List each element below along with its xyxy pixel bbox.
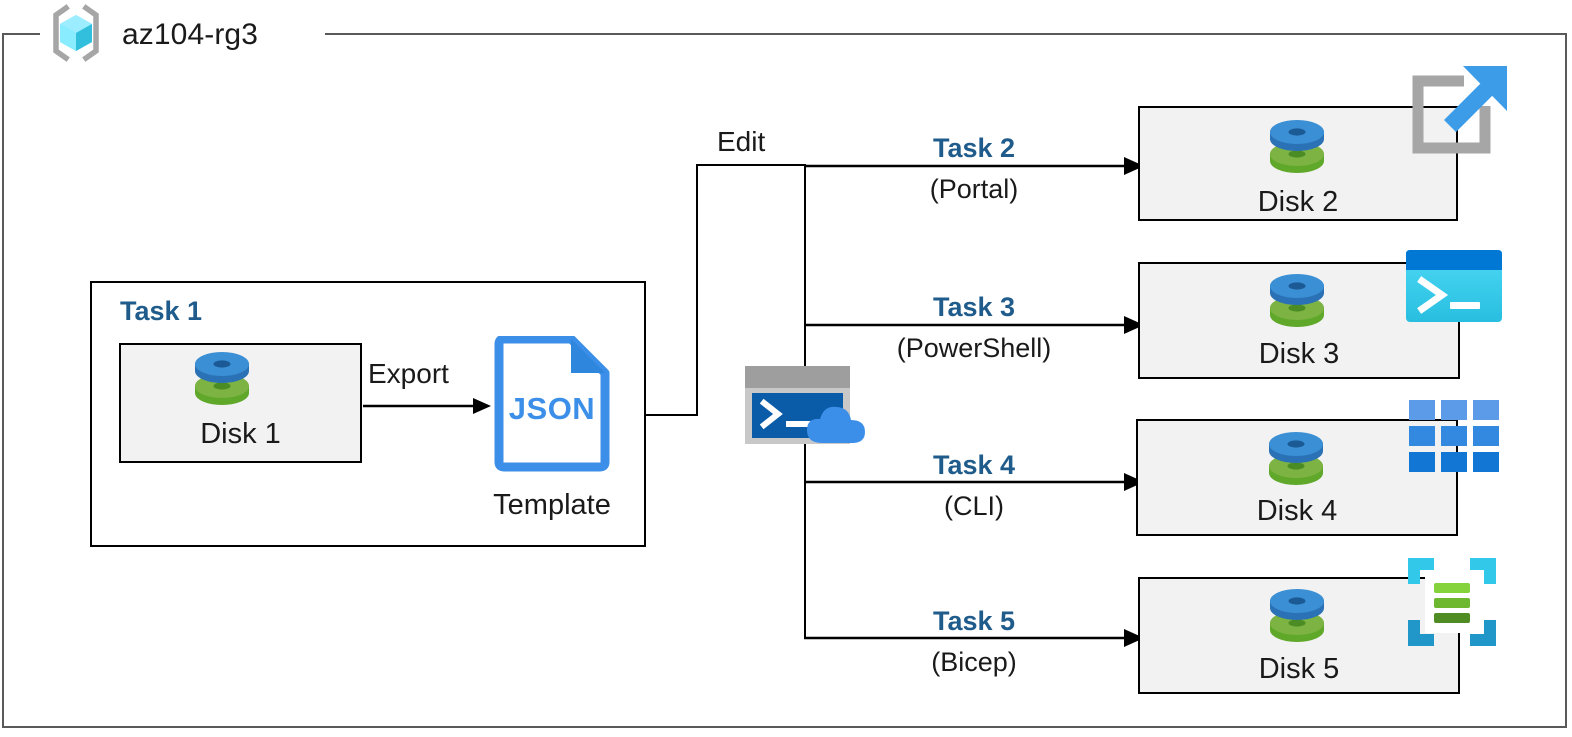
edit-label: Edit xyxy=(717,126,766,157)
branch-arrow-task4 xyxy=(804,473,1144,491)
task2-label: Task 2 xyxy=(932,133,1016,163)
branch-arrow-task5 xyxy=(804,629,1144,647)
export-label: Export xyxy=(368,358,449,389)
json-file-icon xyxy=(491,334,613,480)
disk-icon xyxy=(1266,587,1328,658)
disk4-caption: Disk 4 xyxy=(1256,495,1338,527)
template-caption: Template xyxy=(493,489,611,521)
disk5-caption: Disk 5 xyxy=(1258,653,1340,685)
disk-icon xyxy=(1266,272,1328,343)
powershell-icon xyxy=(1406,250,1502,327)
bicep-icon xyxy=(1404,554,1500,651)
resource-group-frame xyxy=(2,33,1567,728)
export-arrow xyxy=(363,398,491,414)
task2-method-label: (Portal) xyxy=(929,174,1019,204)
azure-resource-group-icon xyxy=(44,3,108,67)
disk3-caption: Disk 3 xyxy=(1258,338,1340,370)
edit-connector-horizontal-upper xyxy=(696,164,806,166)
cloud-shell-icon xyxy=(745,366,865,449)
task3-method-label: (PowerShell) xyxy=(896,333,1052,363)
disk-icon xyxy=(1265,430,1327,501)
disk-icon xyxy=(1266,118,1328,189)
resource-group-header: az104-rg3 xyxy=(44,3,258,67)
branch-arrow-task2 xyxy=(804,157,1144,175)
edit-connector-vertical xyxy=(696,164,698,416)
azure-cli-icon xyxy=(1409,400,1499,477)
branch-arrow-task3 xyxy=(804,316,1144,334)
disk2-caption: Disk 2 xyxy=(1257,186,1339,218)
task1-label: Task 1 xyxy=(120,296,203,326)
disk1-caption: Disk 1 xyxy=(200,418,281,450)
disk-icon xyxy=(191,350,253,421)
task5-method-label: (Bicep) xyxy=(931,647,1017,677)
resource-group-name: az104-rg3 xyxy=(122,18,258,51)
azure-portal-icon xyxy=(1406,63,1511,173)
task3-label: Task 3 xyxy=(932,292,1016,322)
task4-method-label: (CLI) xyxy=(944,491,1004,521)
edit-connector-horizontal-lower xyxy=(646,414,698,416)
task5-label: Task 5 xyxy=(932,606,1016,636)
task4-label: Task 4 xyxy=(932,450,1016,480)
json-badge-text: JSON xyxy=(508,391,596,426)
